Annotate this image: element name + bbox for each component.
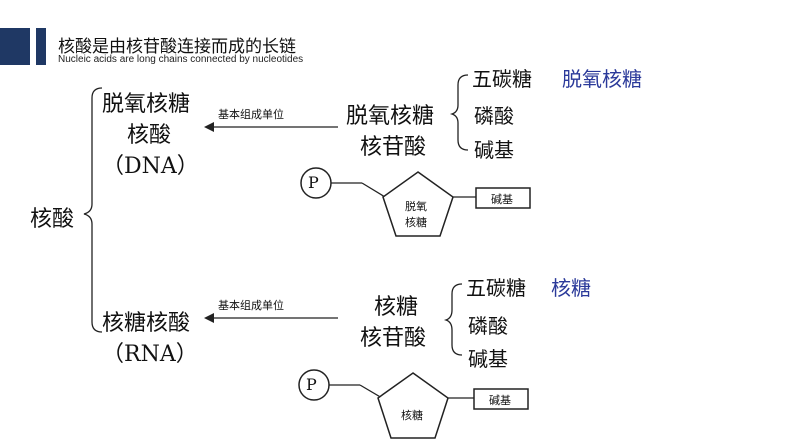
dna-component-sugar: 五碳糖 [472, 67, 532, 91]
rna-arrow-head [204, 313, 214, 323]
dna-phosphate-label: P [308, 173, 319, 192]
rna-sugar-type: 核糖 [551, 276, 591, 300]
dna-name-line2: 核酸 [127, 123, 172, 148]
dna-component-base: 碱基 [474, 138, 514, 162]
rna-base-box [473, 388, 529, 410]
page-title: 核酸是由核苷酸连接而成的长链 [58, 37, 296, 57]
dna-pentagon [382, 171, 454, 237]
dna-arrow-label: 基本组成单位 [218, 108, 284, 121]
rna-component-brace [443, 283, 463, 356]
rna-arrow-label: 基本组成单位 [218, 299, 284, 312]
rna-unit-line1: 核糖 [374, 295, 419, 320]
header-bar-narrow [36, 28, 46, 65]
dna-base-box-label: 碱基 [491, 193, 513, 206]
dna-unit-line1: 脱氧核糖 [346, 104, 435, 129]
rna-base-box-label: 碱基 [489, 394, 511, 407]
root-label: 核酸 [30, 207, 75, 232]
dna-component-brace [449, 74, 469, 151]
rna-phosphate-bond-diag [359, 384, 383, 399]
rna-component-base: 碱基 [468, 347, 508, 371]
dna-pentagon-line1: 脱氧 [405, 200, 427, 213]
dna-unit-line2: 核苷酸 [360, 135, 427, 160]
rna-component-sugar: 五碳糖 [466, 276, 526, 300]
page-subtitle: Nucleic acids are long chains connected … [58, 54, 304, 65]
root-brace [83, 87, 103, 333]
rna-name: 核糖核酸 [102, 311, 191, 336]
dna-base-box [475, 187, 531, 209]
rna-component-phosphate: 磷酸 [468, 314, 508, 338]
dna-arrow-head [204, 122, 214, 132]
dna-sugar-type: 脱氧核糖 [562, 67, 642, 91]
header-bar-wide [0, 28, 30, 65]
dna-component-phosphate: 磷酸 [474, 104, 514, 128]
rna-pentagon [377, 372, 449, 439]
dna-abbr: （DNA） [102, 154, 199, 179]
dna-pentagon-line2: 核糖 [405, 216, 427, 229]
dna-phosphate-bond-diag [361, 182, 386, 198]
rna-pentagon-label: 核糖 [401, 409, 423, 422]
rna-unit-line2: 核苷酸 [360, 326, 427, 351]
dna-name-line1: 脱氧核糖 [102, 92, 191, 117]
rna-abbr: （RNA） [102, 342, 198, 367]
rna-phosphate-label: P [306, 375, 317, 394]
